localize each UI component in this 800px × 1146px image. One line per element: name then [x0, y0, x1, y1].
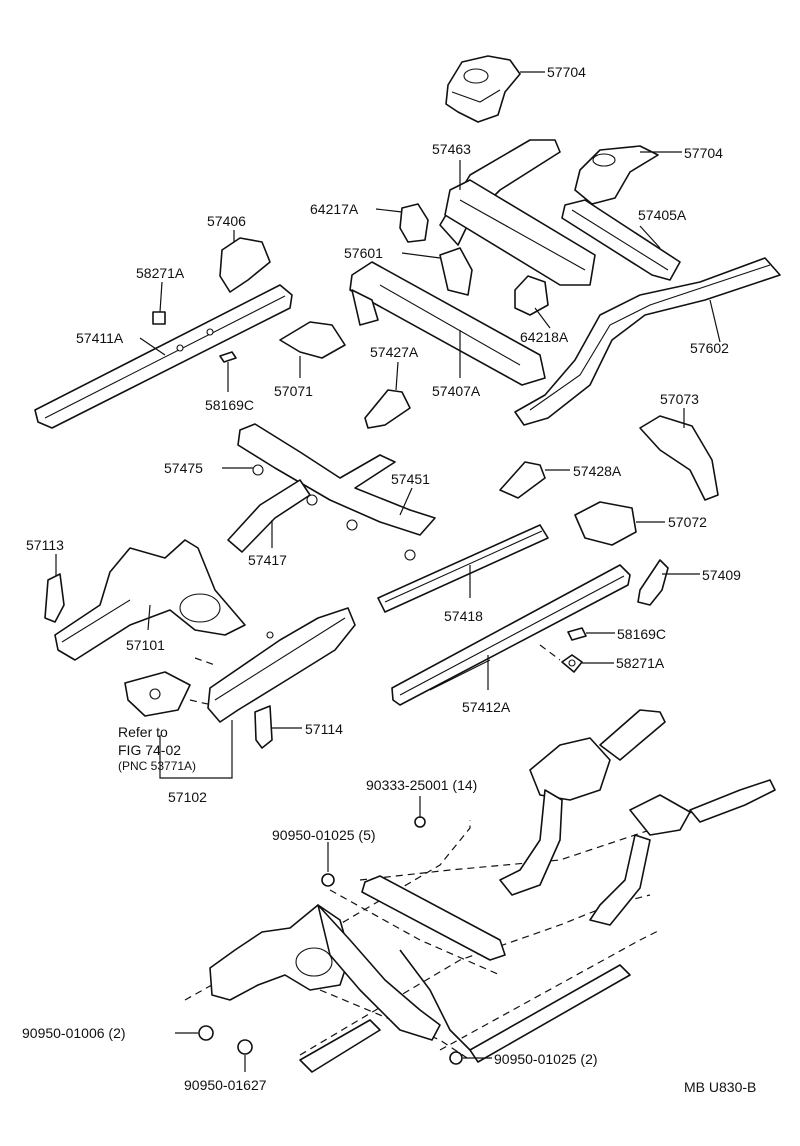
label-57602: 57602 — [690, 340, 729, 356]
reference-code: MB U830-B — [684, 1079, 756, 1095]
part-57073 — [639, 415, 719, 501]
label-57113: 57113 — [26, 537, 64, 553]
dash-58271a — [539, 644, 561, 661]
part-57071 — [279, 321, 346, 359]
label-57102: 57102 — [168, 789, 207, 805]
label-57114: 57114 — [305, 721, 343, 737]
part-58271a-bottom — [561, 654, 583, 673]
label-57406: 57406 — [207, 213, 246, 229]
label-57451: 57451 — [391, 471, 430, 487]
leader-57102 — [159, 720, 233, 779]
part-57463 — [439, 139, 596, 286]
label-57704-top: 57704 — [547, 64, 586, 80]
label-57405a: 57405A — [638, 207, 687, 223]
label-57412a: 57412A — [462, 699, 511, 715]
part-57405a — [561, 199, 681, 281]
label-57072: 57072 — [668, 514, 707, 530]
dash-57102 — [189, 657, 216, 706]
label-57417: 57417 — [248, 552, 287, 568]
label-90950-01006: 90950-01006 (2) — [22, 1025, 126, 1041]
part-57601 — [349, 247, 546, 386]
label-57475: 57475 — [164, 460, 203, 476]
part-57406 — [219, 237, 271, 293]
label-90950-01025-2: 90950-01025 (2) — [494, 1051, 598, 1067]
part-57704-top — [445, 55, 521, 123]
label-64218a: 64218A — [520, 329, 569, 345]
part-57418 — [377, 524, 549, 613]
part-57101 — [54, 539, 246, 661]
label-57101: 57101 — [126, 637, 165, 653]
part-57114 — [254, 705, 273, 749]
part-57451-crossmember — [227, 423, 436, 561]
part-57412a — [391, 564, 631, 706]
part-57704-right — [574, 145, 659, 205]
part-57102 — [207, 607, 356, 723]
leader-57601 — [401, 252, 441, 259]
part-57427a — [364, 389, 411, 429]
part-58169c-bottom — [567, 627, 587, 641]
label-57418: 57418 — [444, 608, 483, 624]
label-58271a-top: 58271A — [136, 265, 185, 281]
label-90950-01025-5: 90950-01025 (5) — [272, 827, 376, 843]
leader-57602 — [709, 299, 721, 343]
label-90333-25001: 90333-25001 (14) — [366, 777, 477, 793]
part-57411a — [34, 284, 293, 429]
label-57073: 57073 — [660, 391, 699, 407]
leader-64218a — [534, 307, 551, 329]
part-57602 — [514, 257, 781, 426]
label-57704-right: 57704 — [684, 145, 723, 161]
label-58169c-bottom: 58169C — [617, 626, 666, 642]
label-90950-01627: 90950-01627 — [184, 1077, 267, 1093]
label-57428a: 57428A — [573, 463, 622, 479]
part-57428a — [499, 461, 546, 499]
leader-64217a — [375, 208, 403, 213]
part-57113 — [44, 573, 65, 623]
label-64217a: 64217A — [310, 201, 359, 217]
label-57407a: 57407A — [432, 383, 481, 399]
label-refer-1: Refer to — [118, 724, 168, 740]
label-57427a: 57427A — [370, 344, 419, 360]
label-refer-3: (PNC 53771A) — [118, 759, 196, 773]
part-64217a — [399, 203, 429, 243]
part-57409 — [637, 559, 669, 606]
part-57072 — [574, 501, 637, 546]
leader-57101 — [147, 604, 151, 631]
part-58169c-top — [219, 351, 237, 363]
part-58271a-top — [152, 311, 166, 325]
label-57463: 57463 — [432, 141, 471, 157]
label-57601: 57601 — [344, 245, 383, 261]
label-58169c-top: 58169C — [205, 397, 254, 413]
label-58271a-bottom: 58271A — [616, 655, 665, 671]
leader-57451 — [399, 487, 413, 516]
leader-57427a — [395, 361, 399, 391]
label-57071: 57071 — [274, 383, 313, 399]
label-refer-2: FIG 74-02 — [118, 742, 181, 758]
leader-58271a-top — [159, 281, 163, 313]
leader-57411a — [139, 337, 166, 356]
leader-57405a — [639, 225, 661, 249]
assembly-underbody — [184, 709, 776, 1073]
label-57411a: 57411A — [76, 330, 124, 346]
part-64218a — [514, 275, 549, 316]
label-57409: 57409 — [702, 567, 741, 583]
part-refer-bracket — [124, 671, 191, 717]
